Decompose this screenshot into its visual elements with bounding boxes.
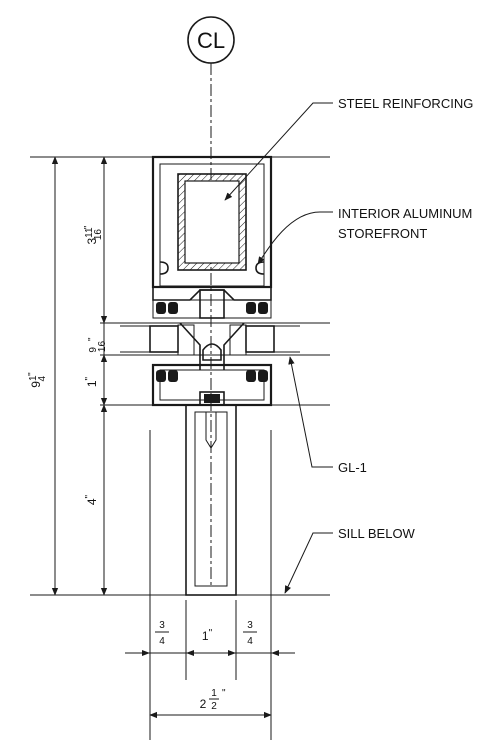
- dim-overall-label: 914": [27, 372, 48, 388]
- dim-mullion-label: 4": [84, 494, 99, 505]
- frame-lower-chamber: [152, 287, 272, 301]
- dim-center-label: 1": [202, 628, 213, 643]
- storefront-frame: [151, 155, 273, 370]
- connector-arms: [179, 322, 245, 370]
- callout-sill: SILL BELOW: [284, 526, 416, 594]
- dim-overall-height: 914": [27, 156, 59, 596]
- glass-left: [149, 325, 179, 353]
- base-gasket-right-1: [246, 370, 256, 382]
- gasket-right-1: [246, 302, 256, 314]
- dim-overall-width-den: 2: [211, 701, 217, 712]
- connector-tongue: [202, 343, 222, 361]
- dim-overall-width-inch: ": [222, 688, 226, 699]
- frame-inner: [159, 163, 265, 287]
- mullion-inner: [194, 411, 228, 587]
- center-connector: [199, 289, 225, 319]
- leader-steel: [224, 102, 333, 201]
- callout-steel: STEEL REINFORCING: [224, 96, 473, 201]
- label-sill: SILL BELOW: [338, 526, 416, 541]
- base-gasket-left-2: [168, 370, 178, 382]
- dim-bottom: 3 4 1" 3 4 2 1 2 ": [125, 430, 295, 740]
- label-steel: STEEL REINFORCING: [338, 96, 473, 111]
- label-storefront-1: INTERIOR ALUMINUM: [338, 206, 472, 221]
- gasket-right-2: [258, 302, 268, 314]
- dim-right-offset-num: 3: [247, 620, 253, 631]
- gasket-left-2: [168, 302, 178, 314]
- dim-top-frame-label: 31116": [83, 225, 104, 244]
- gasket-left-1: [156, 302, 166, 314]
- base-frame: [151, 363, 273, 407]
- centerline-label: CL: [197, 28, 225, 53]
- dim-left-offset-den: 4: [159, 636, 165, 647]
- mullion-below: [185, 404, 237, 596]
- dim-glazing-label: 916": [87, 337, 108, 353]
- base-gasket-left-1: [156, 370, 166, 382]
- dim-left-offset-num: 3: [159, 620, 165, 631]
- leader-sill: [284, 532, 333, 594]
- callout-glass: GL-1: [288, 356, 367, 475]
- callout-storefront: INTERIOR ALUMINUM STOREFRONT: [257, 206, 472, 265]
- right-clip: [255, 261, 265, 275]
- mullion-outer: [185, 404, 237, 596]
- centerline-symbol: CL: [187, 16, 235, 585]
- base-gasket-right-2: [258, 370, 268, 382]
- glass-lites: [120, 325, 300, 353]
- dim-overall-width-num: 1: [211, 688, 217, 699]
- label-glass: GL-1: [338, 460, 367, 475]
- frame-outer: [151, 155, 273, 289]
- label-storefront-2: STOREFRONT: [338, 226, 427, 241]
- left-clip: [159, 261, 169, 275]
- leader-storefront: [257, 211, 333, 265]
- base-anchor-bolt: [204, 394, 220, 403]
- mullion-screw: [205, 412, 217, 449]
- dim-right-offset-den: 4: [247, 636, 253, 647]
- dim-overall-width-whole: 2: [200, 697, 207, 711]
- dim-stack: 31116" 916" 1" 4": [83, 156, 108, 596]
- glass-right: [245, 325, 275, 353]
- leader-glass: [288, 356, 333, 468]
- dim-base-frame-label: 1": [84, 376, 99, 387]
